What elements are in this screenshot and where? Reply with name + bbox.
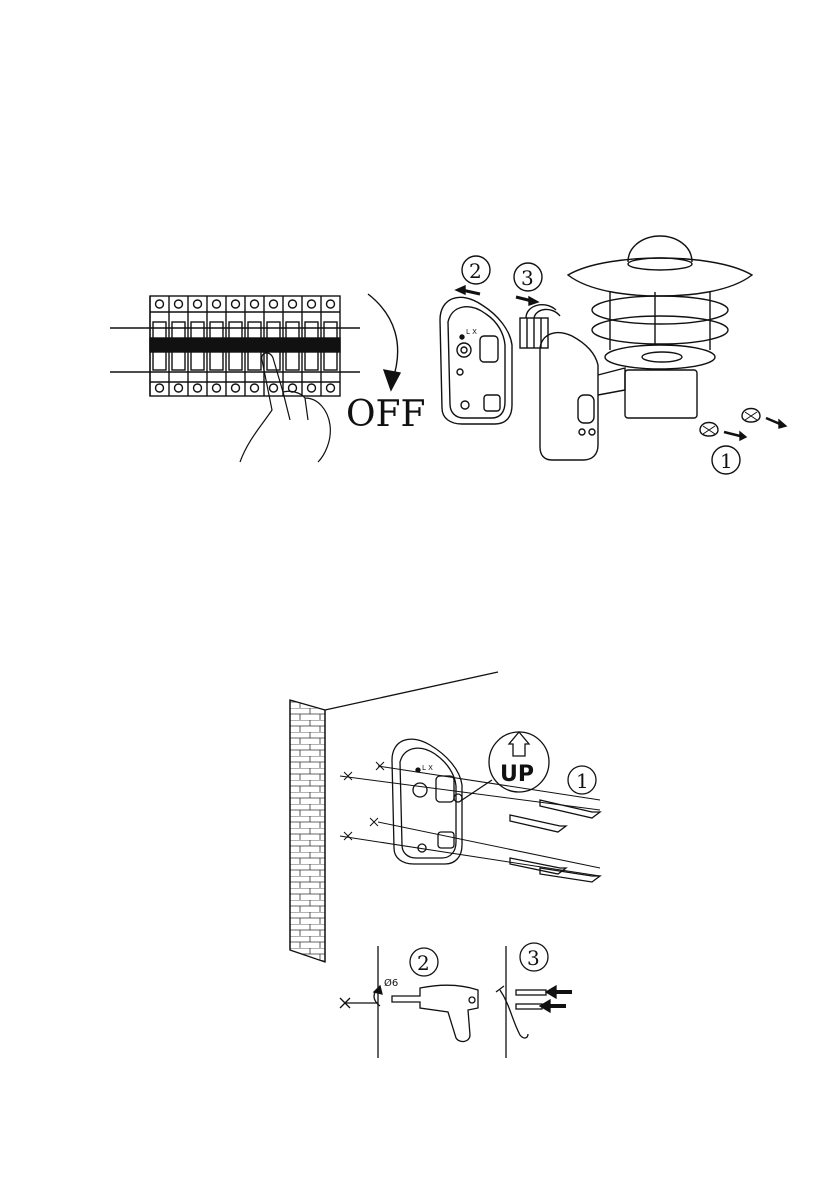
step-1-number: 1 xyxy=(720,449,733,473)
terminal-screw-icon xyxy=(194,300,202,308)
terminal-screw-icon xyxy=(308,300,316,308)
terminal-screw-icon xyxy=(327,384,335,392)
step-3-number-2: 3 xyxy=(527,946,540,970)
hand-icon xyxy=(240,353,330,462)
terminal-screw-icon xyxy=(194,384,202,392)
drill-guide-lines xyxy=(340,762,600,876)
step-3-number: 3 xyxy=(521,266,534,290)
connector-block xyxy=(520,305,560,348)
terminal-screw-icon xyxy=(251,384,259,392)
sensor-marks: L X xyxy=(466,328,477,336)
terminal-screw-icon xyxy=(175,300,183,308)
terminal-screw-icon xyxy=(232,384,240,392)
wall-plug-icon xyxy=(510,800,600,882)
figure-2-mounting xyxy=(290,672,600,1058)
terminal-screw-icon xyxy=(175,384,183,392)
step-2-number: 2 xyxy=(469,259,482,283)
drill-panel xyxy=(340,946,478,1058)
brick-wall xyxy=(290,672,498,962)
terminal-screw-icon xyxy=(251,300,259,308)
drill-icon xyxy=(392,985,478,1041)
off-label: OFF xyxy=(346,394,425,435)
step-2-number-2: 2 xyxy=(417,951,430,975)
terminal-screw-icon xyxy=(327,300,335,308)
sensor-marks-2: L X xyxy=(422,764,433,772)
off-arrow xyxy=(368,294,398,382)
figure-1-disconnect xyxy=(110,236,786,474)
wall-lamp xyxy=(540,236,752,460)
up-label: UP xyxy=(500,762,534,787)
terminal-screw-icon xyxy=(156,300,164,308)
terminal-screw-icon xyxy=(213,384,221,392)
terminal-screw-icon xyxy=(270,300,278,308)
terminal-screw-icon xyxy=(213,300,221,308)
terminal-screw-icon xyxy=(156,384,164,392)
terminal-screw-icon xyxy=(270,384,278,392)
circuit-breaker-panel xyxy=(110,296,360,396)
off-arrowhead xyxy=(384,370,400,390)
screw-icon xyxy=(700,409,786,441)
terminal-screw-icon xyxy=(232,300,240,308)
mounting-plate xyxy=(440,297,512,424)
terminal-screw-icon xyxy=(289,300,297,308)
terminal-screw-icon xyxy=(308,384,316,392)
step-1-number-2: 1 xyxy=(576,769,589,793)
drill-size-label: Ø6 xyxy=(384,977,398,989)
